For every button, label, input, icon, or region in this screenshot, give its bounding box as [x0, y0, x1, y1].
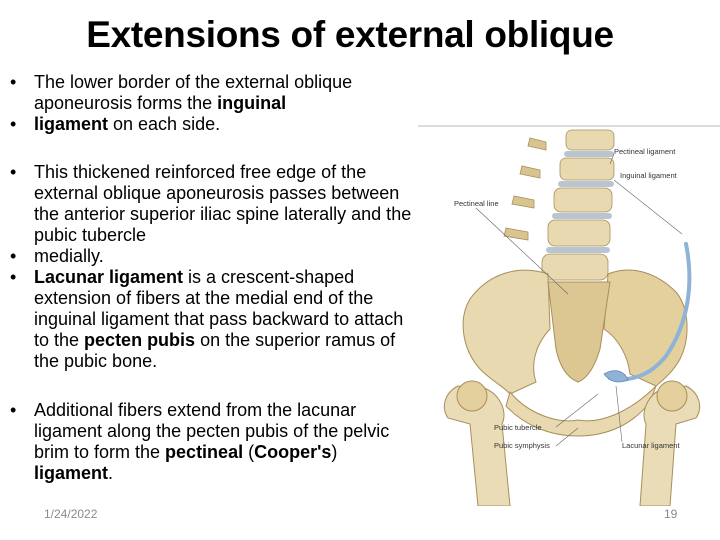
sacrum	[547, 281, 611, 383]
label-inguinal-ligament: Inguinal ligament	[620, 171, 678, 180]
bullet-list: • The lower border of the external obliqu…	[8, 72, 418, 484]
inguinal-ligament	[608, 242, 692, 382]
bullet-dot: •	[10, 162, 17, 182]
label-pubic-tubercle: Pubic tubercle	[494, 423, 542, 432]
text-run: This thickened reinforced free edge of t…	[34, 162, 412, 245]
bold-term: ligament	[34, 114, 109, 134]
bullet-item: • Lacunar ligament is a crescent-shaped e…	[8, 267, 418, 372]
footer-date: 1/24/2022	[44, 507, 98, 521]
text-run: .	[108, 463, 114, 483]
label-pubic-symphysis: Pubic symphysis	[494, 441, 550, 450]
bullet-text: Lacunar ligament is a crescent-shaped ex…	[34, 267, 403, 371]
right-femur	[639, 385, 701, 506]
bullet-dot: •	[10, 267, 17, 287]
bullet-item: • medially.	[8, 246, 418, 267]
bold-term: inguinal	[217, 93, 287, 113]
text-run: )	[331, 442, 338, 462]
bullet-text: This thickened reinforced free edge of t…	[34, 162, 411, 245]
bullet-text: ligament on each side.	[34, 114, 220, 134]
bullet-dot: •	[10, 400, 17, 420]
bullet-dot: •	[10, 72, 17, 92]
bullet-text: The lower border of the external oblique…	[34, 72, 352, 113]
label-lacunar-ligament: Lacunar ligament	[622, 441, 680, 450]
ilium	[462, 269, 551, 395]
text-run: medially.	[34, 246, 104, 266]
text-run: Additional fibers extend from the lacuna…	[34, 400, 390, 462]
bullet-item: • This thickened reinforced free edge of …	[8, 162, 418, 246]
lumbar-spine	[541, 129, 615, 281]
bold-term: ligament	[34, 463, 109, 483]
pelvis-ligament-illustration: Pectineal ligament Inguinal ligament Pec…	[418, 124, 720, 506]
text-run: on the superior ramus of the pubic bone.	[34, 330, 396, 371]
bullet-item: • ligament on each side.	[8, 114, 418, 135]
bullet-item: • The lower border of the external obliqu…	[8, 72, 418, 114]
bullet-text: Additional fibers extend from the lacuna…	[34, 400, 389, 483]
bold-term: pecten pubis	[84, 330, 196, 350]
bullet-item: • Additional fibers extend from the lacun…	[8, 400, 418, 484]
bold-term: Lacunar ligament	[34, 267, 184, 287]
slide-title: Extensions of external oblique	[86, 14, 614, 55]
label-pectineal-ligament: Pectineal ligament	[614, 147, 676, 156]
text-run: (	[243, 442, 255, 462]
text-run: The lower border of the external oblique…	[34, 72, 353, 113]
bullet-dot: •	[10, 114, 17, 134]
text-run: is a crescent-shaped extension of fibers…	[34, 267, 404, 350]
bullet-dot: •	[10, 246, 17, 266]
bold-term: Cooper's	[254, 442, 332, 462]
text-run: on each side.	[108, 114, 221, 134]
label-pectineal-line: Pectineal line	[454, 199, 499, 208]
lacunar-ligament	[603, 370, 629, 383]
bullet-text: medially.	[34, 246, 104, 266]
left-femur	[443, 385, 511, 506]
slide-number: 19	[664, 507, 678, 521]
bold-term: pectineal	[165, 442, 244, 462]
